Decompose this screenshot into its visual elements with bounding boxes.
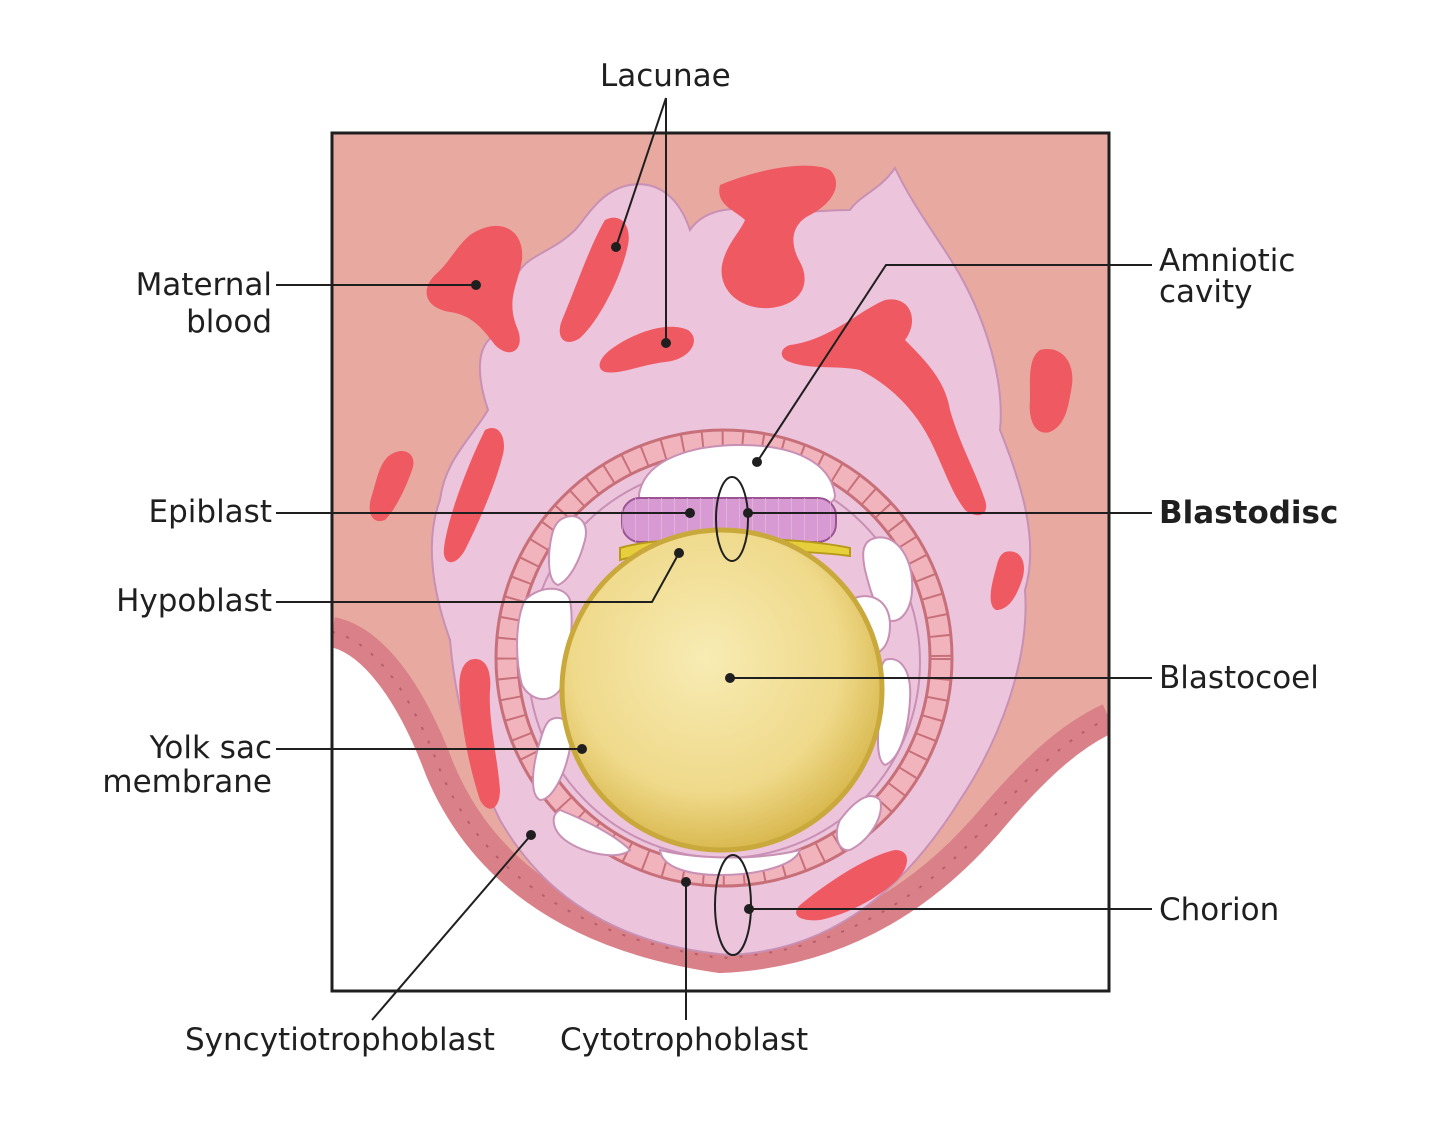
blastodisc-bracket [715, 476, 749, 562]
label-yolk-sac-membrane-line1: Yolk sac [149, 730, 272, 766]
leader-lacunae-1 [615, 97, 667, 248]
leader-hypoblast [276, 552, 680, 603]
label-epiblast: Epiblast [148, 494, 272, 530]
label-maternal-blood-line2: blood [186, 304, 272, 340]
label-amniotic-cavity-line2: cavity [1159, 274, 1253, 310]
lacuna [459, 659, 500, 809]
label-blastodisc: Blastodisc [1159, 495, 1339, 531]
leader-amniotic-cavity [756, 264, 1152, 463]
chorion-bracket [714, 854, 752, 956]
label-hypoblast: Hypoblast [116, 583, 272, 619]
lacuna [990, 551, 1025, 610]
leader-lines [276, 97, 1152, 1021]
label-cytotrophoblast: Cytotrophoblast [560, 1022, 809, 1058]
label-chorion: Chorion [1159, 892, 1280, 928]
panel-border [330, 131, 1111, 993]
tissue-panel [332, 133, 1109, 991]
lacuna [369, 450, 414, 522]
label-syncytiotrophoblast: Syncytiotrophoblast [185, 1022, 495, 1058]
lacuna [1029, 349, 1073, 433]
label-blastocoel: Blastocoel [1159, 660, 1319, 696]
yolk-ball [559, 527, 885, 853]
lacuna [443, 428, 505, 563]
lacunae-group [369, 165, 1073, 921]
label-lacunae: Lacunae [600, 58, 731, 94]
leader-syncytiotrophoblast [371, 834, 532, 1021]
lacuna [599, 326, 694, 373]
lacuna [781, 299, 987, 516]
label-amniotic-cavity-line1: Amniotic [1159, 243, 1296, 279]
label-maternal-blood-line1: Maternal [135, 267, 272, 303]
label-yolk-sac-membrane-line2: membrane [102, 764, 272, 800]
lacuna [796, 850, 908, 921]
lacuna [719, 165, 837, 309]
